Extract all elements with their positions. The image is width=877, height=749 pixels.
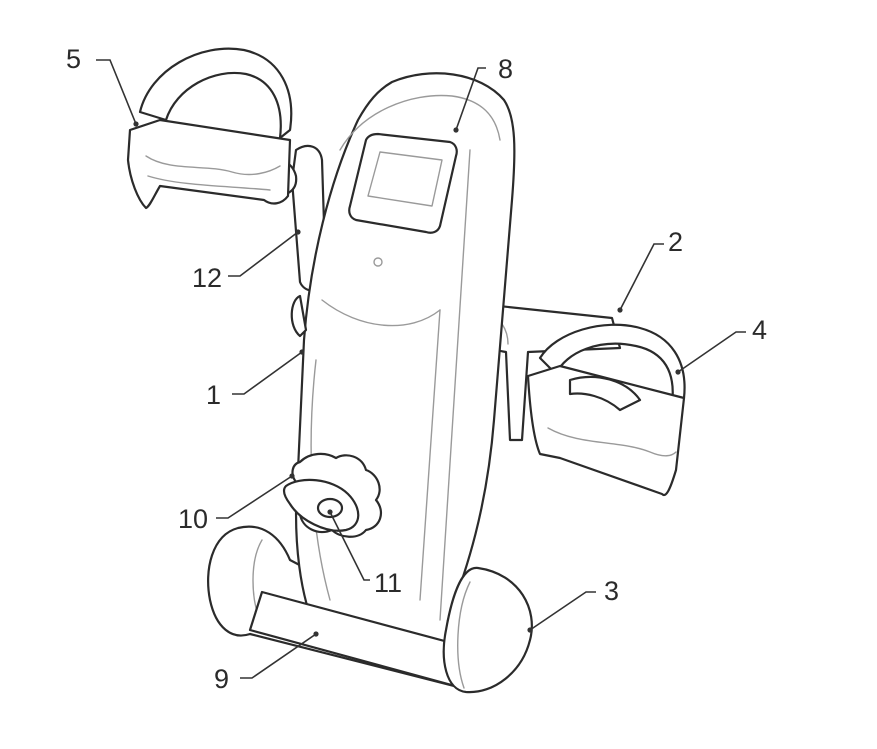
front-foot [248,566,533,694]
callout-10: 10 [178,504,208,534]
callout-11: 11 [374,568,402,598]
callout-12: 12 [192,263,222,293]
callout-9: 9 [214,664,229,694]
callout-2: 2 [668,227,683,257]
leader-lines [96,59,746,679]
callout-8: 8 [498,54,513,84]
right-pedal [526,323,686,497]
callout-labels: 5 8 2 4 12 1 10 11 3 9 [66,44,767,694]
leader-dots [133,121,681,637]
tension-knob [282,452,383,538]
callout-3: 3 [604,576,619,606]
callout-4: 4 [752,315,767,345]
callout-1: 1 [206,380,221,410]
left-pedal [126,47,293,210]
lcd-display [348,132,458,234]
callout-5: 5 [66,44,81,74]
